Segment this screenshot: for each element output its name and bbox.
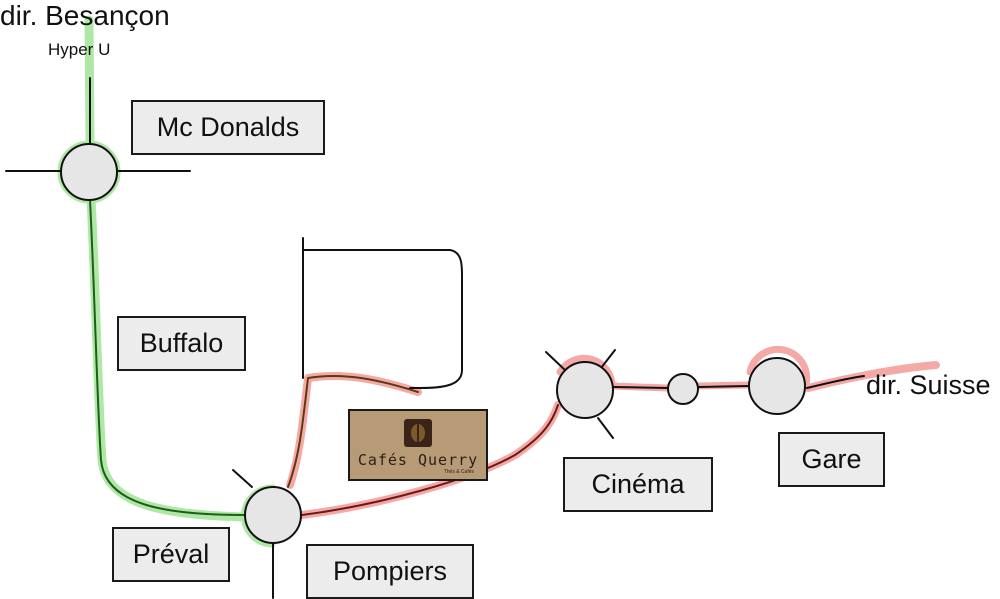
logo-name: Cafés Querry [357, 451, 479, 469]
label-cinema: Cinéma [563, 457, 713, 512]
roundabout-gare [748, 357, 806, 415]
roundabout-mcdonalds [60, 143, 118, 201]
roundabout-small [667, 373, 699, 405]
label-preval: Préval [112, 527, 230, 582]
label-pompiers: Pompiers [306, 544, 474, 599]
direction-suisse-label: dir. Suisse [866, 370, 991, 400]
cafes-querry-logo: Cafés Querry Thés & Cafés [348, 409, 488, 481]
label-mcdonalds: Mc Donalds [131, 100, 325, 155]
label-buffalo: Buffalo [117, 316, 246, 371]
road-network [5, 77, 865, 599]
hyper-u-label: Hyper U [48, 40, 111, 59]
direction-besancon-label: dir. Besançon [0, 0, 170, 31]
logo-tagline: Thés & Cafés [443, 469, 474, 475]
coffee-bean-icon [404, 419, 432, 447]
roundabout-preval [244, 486, 302, 544]
roundabouts [60, 143, 806, 544]
roundabout-cinema [556, 361, 614, 419]
label-gare: Gare [778, 432, 885, 487]
